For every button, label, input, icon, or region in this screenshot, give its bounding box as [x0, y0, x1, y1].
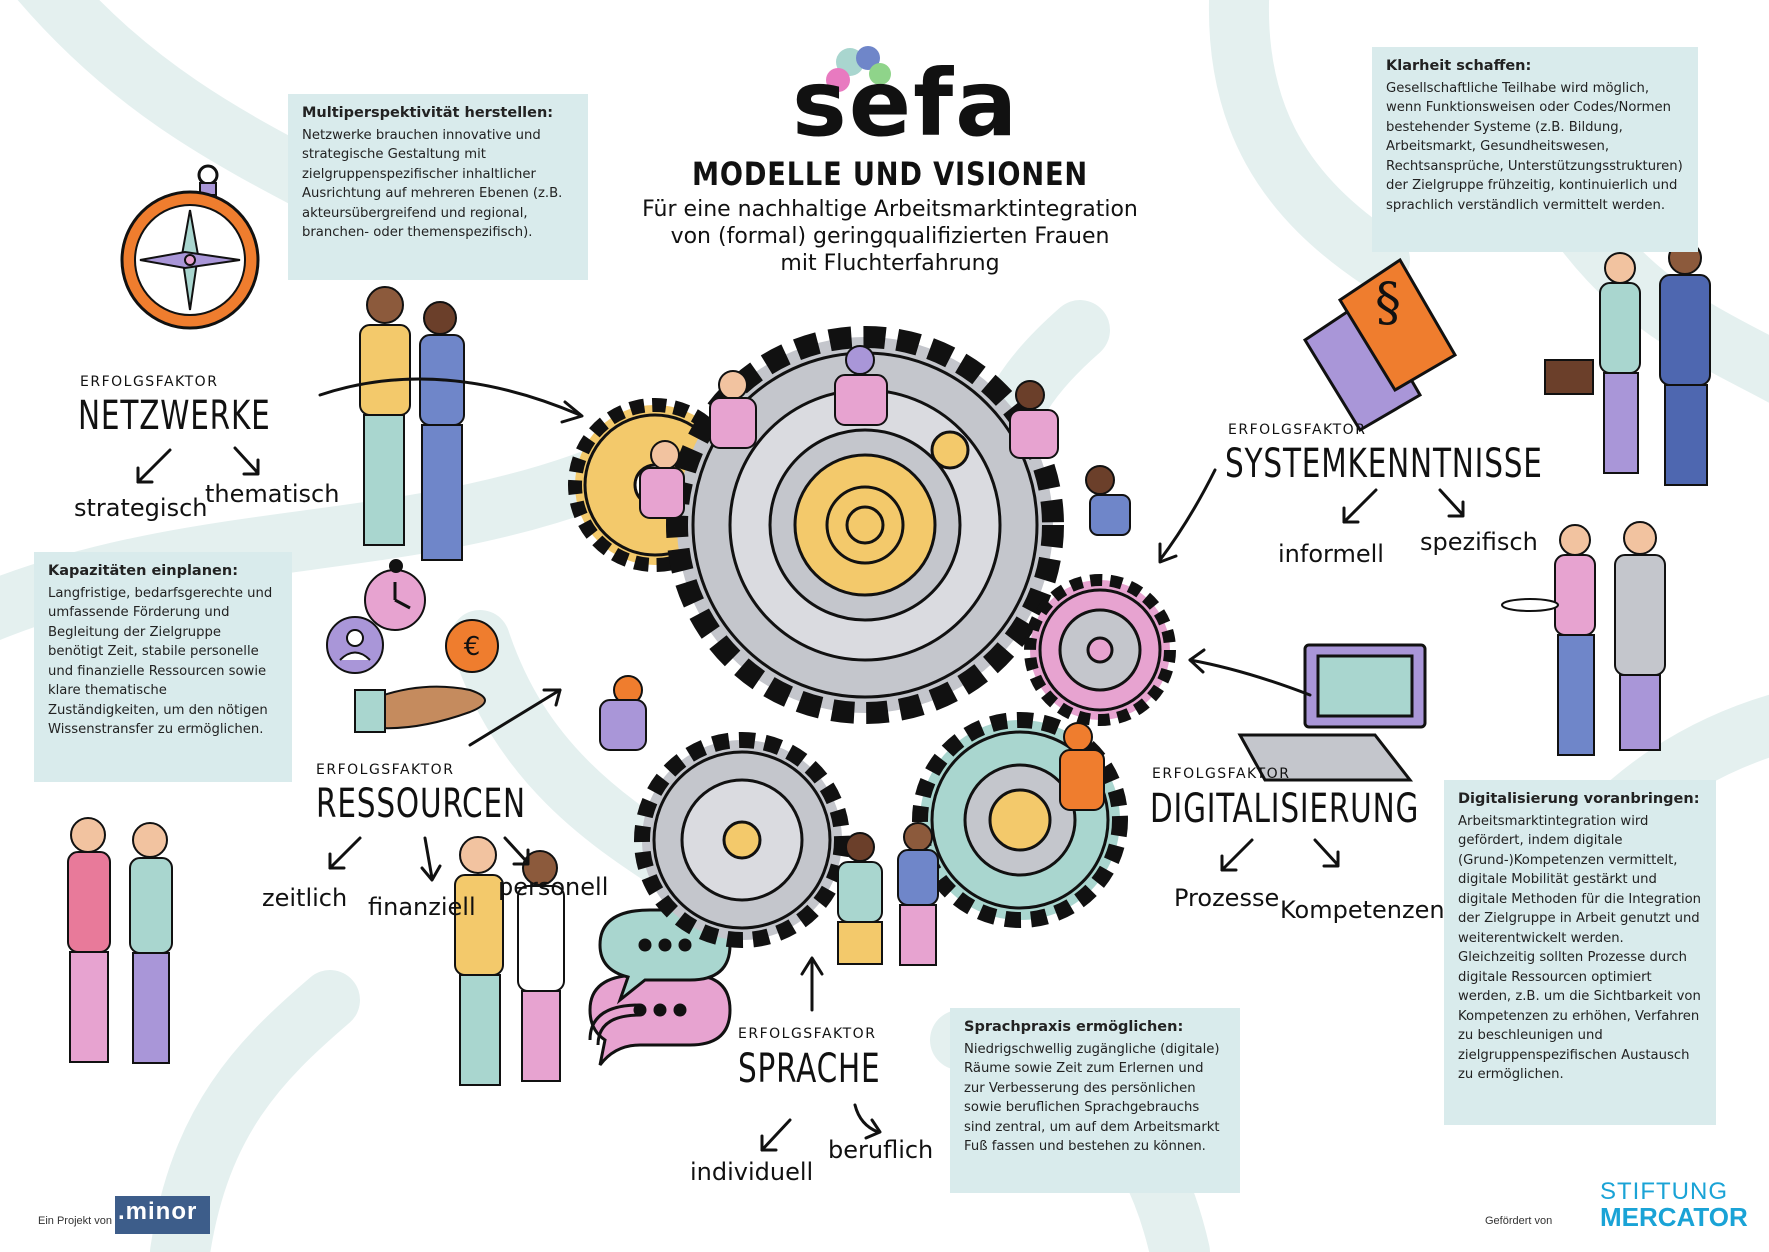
- kicker-netzwerke: ERFOLGSFAKTOR: [80, 374, 219, 390]
- kicker-sprache: ERFOLGSFAKTOR: [738, 1026, 877, 1042]
- speech-bubbles-icon: [588, 908, 732, 1066]
- box-sprachpraxis: Sprachpraxis ermöglichen: Niedrigschwell…: [950, 1008, 1240, 1193]
- mercator-logo-top: STIFTUNG: [1600, 1178, 1728, 1205]
- box-multiperspektivitaet: Multiperspektivität herstellen: Netzwerk…: [288, 94, 588, 280]
- workers-illustration: [599, 345, 1131, 966]
- people-netzwerke-illustration: [359, 286, 465, 561]
- kicker-digitalisierung: ERFOLGSFAKTOR: [1152, 766, 1291, 782]
- minor-logo: .minor: [118, 1198, 198, 1225]
- mercator-logo-bottom: MERCATOR: [1600, 1202, 1748, 1232]
- kicker-ressourcen: ERFOLGSFAKTOR: [316, 762, 455, 778]
- sefa-logo-dots: [826, 46, 891, 92]
- page-title: MODELLE UND VISIONEN Für eine nachhaltig…: [600, 155, 1180, 276]
- kicker-systemkenntnisse: ERFOLGSFAKTOR: [1228, 422, 1367, 438]
- footer-project-label: Ein Projekt von: [38, 1215, 112, 1227]
- factor-sprache: SPRACHE: [738, 1046, 881, 1092]
- box-digitalisierung: Digitalisierung voranbringen: Arbeitsmar…: [1444, 780, 1716, 1125]
- box-body: Netzwerke brauchen innovative und strate…: [302, 127, 563, 241]
- sub-zeitlich: zeitlich: [262, 884, 348, 912]
- box-title: Klarheit schaffen:: [1386, 58, 1532, 74]
- box-kapazitaeten: Kapazitäten einplanen: Langfristige, bed…: [34, 552, 292, 782]
- sub-beruflich: beruflich: [828, 1136, 934, 1164]
- box-body: Langfristige, bedarfsgerechte und umfass…: [48, 585, 273, 738]
- sub-thematisch: thematisch: [205, 480, 340, 508]
- sefa-logo: sefa: [792, 50, 1020, 157]
- sub-spezifisch: spezifisch: [1420, 528, 1538, 556]
- sub-finanziell: finanziell: [368, 893, 476, 921]
- box-title: Kapazitäten einplanen:: [48, 563, 238, 579]
- title-line1: Für eine nachhaltige Arbeitsmarktintegra…: [642, 197, 1138, 222]
- law-books-icon: §: [1302, 257, 1458, 433]
- factor-digitalisierung: DIGITALISIERUNG: [1150, 786, 1420, 832]
- sub-individuell: individuell: [690, 1158, 814, 1186]
- box-body: Arbeitsmarktintegration wird gefördert, …: [1458, 813, 1702, 1083]
- laptop-icon: [1237, 643, 1427, 782]
- people-sprache-illustration: [454, 836, 565, 1086]
- minor-logo-mark: [115, 1196, 210, 1234]
- footer-funded-label: Gefördert von: [1485, 1215, 1553, 1227]
- box-body: Gesellschaftliche Teilhabe wird möglich,…: [1386, 80, 1683, 213]
- box-title: Multiperspektivität herstellen:: [302, 105, 554, 121]
- gear-grey-bottom-left: [634, 732, 850, 948]
- sub-strategisch: strategisch: [74, 494, 208, 522]
- factor-netzwerke: NETZWERKE: [78, 393, 271, 439]
- title-line3: mit Fluchterfahrung: [780, 251, 1000, 276]
- sub-kompetenzen: Kompetenzen: [1280, 896, 1445, 924]
- arrows: [136, 377, 1465, 1152]
- title-line2: von (formal) geringqualifizierten Frauen: [670, 224, 1110, 249]
- resources-illustration: €: [326, 559, 499, 733]
- people-bottom-left-illustration: [67, 817, 173, 1064]
- factor-ressourcen: RESSOURCEN: [316, 781, 526, 827]
- people-digitalisierung-illustration: [1501, 521, 1666, 756]
- svg-text:€: €: [464, 632, 481, 662]
- sub-personell: personell: [498, 873, 609, 901]
- svg-text:§: §: [1375, 273, 1401, 333]
- sub-informell: informell: [1278, 540, 1384, 568]
- box-title: Sprachpraxis ermöglichen:: [964, 1019, 1184, 1035]
- box-body: Niedrigschwellig zugängliche (digitale) …: [964, 1041, 1220, 1155]
- box-klarheit: Klarheit schaffen: Gesellschaftliche Tei…: [1372, 47, 1698, 252]
- title-main: MODELLE UND VISIONEN: [691, 155, 1089, 193]
- people-systemkenntnisse-illustration: [1544, 241, 1711, 486]
- box-title: Digitalisierung voranbringen:: [1458, 791, 1700, 807]
- factor-systemkenntnisse: SYSTEMKENNTNISSE: [1225, 441, 1543, 487]
- gear-pink-right: [1024, 574, 1176, 726]
- sub-prozesse: Prozesse: [1174, 884, 1280, 912]
- compass-icon: [120, 164, 260, 330]
